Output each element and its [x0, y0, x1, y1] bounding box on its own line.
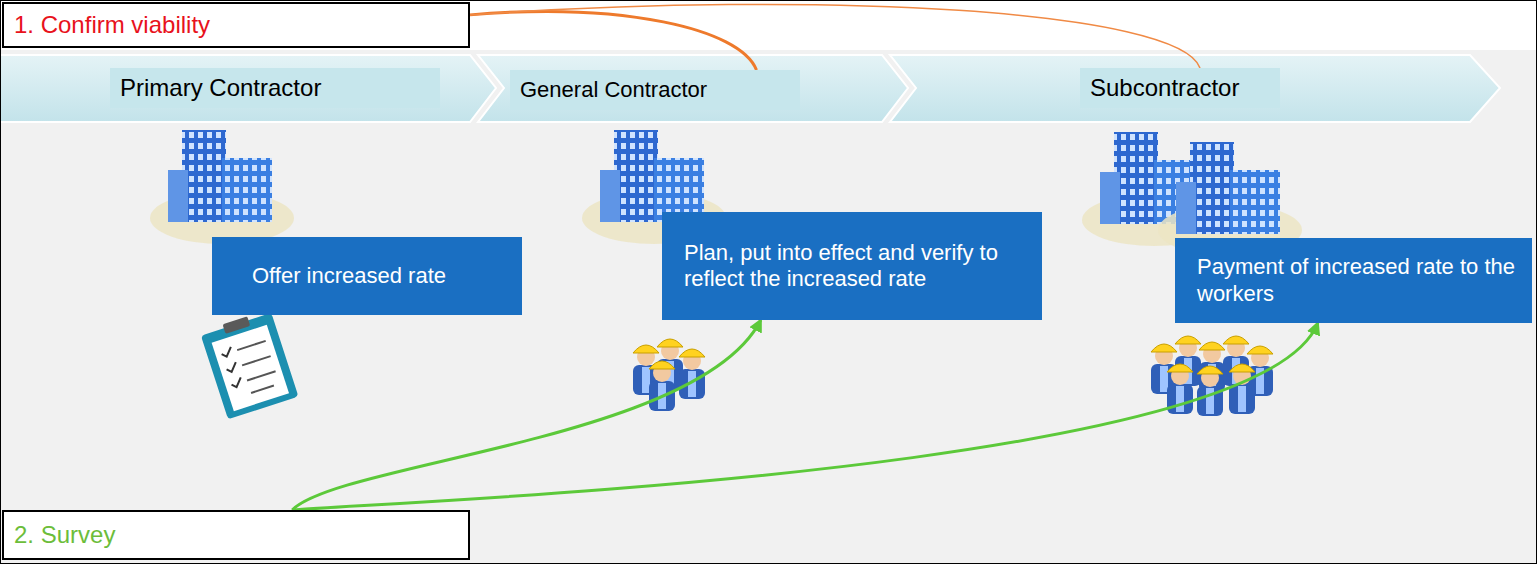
process-box: Payment of increased rate to the workers: [1175, 238, 1532, 323]
worker-group: [633, 339, 705, 411]
building-icon: [150, 130, 294, 244]
node-text: 2. Survey: [14, 521, 115, 550]
flow-arrow: [470, 4, 1200, 68]
step-box: 2. Survey: [2, 510, 470, 560]
process-box: Plan, put into effect and verify to refl…: [662, 212, 1042, 320]
role-label: Primary Contractor: [110, 68, 440, 108]
role-label: General Contractor: [510, 70, 800, 110]
node-text: Plan, put into effect and verify to refl…: [684, 240, 1028, 293]
node-text: Offer increased rate: [252, 263, 446, 289]
node-text: Primary Contractor: [120, 74, 321, 103]
top-ground: [0, 0, 1537, 50]
flow-arrow: [470, 12, 757, 70]
chevron: [890, 55, 1500, 122]
chevron: [0, 55, 496, 122]
node-text: Subcontractor: [1090, 74, 1239, 103]
process-box: Offer increased rate: [212, 237, 522, 315]
chevron: [478, 55, 908, 122]
node-text: Payment of increased rate to the workers: [1197, 254, 1518, 307]
role-label: Subcontractor: [1080, 68, 1280, 108]
clipboard-icon: [200, 309, 299, 419]
step-box: 1. Confirm viability: [2, 2, 470, 48]
flow-arrow: [292, 323, 1318, 510]
node-text: 1. Confirm viability: [14, 11, 210, 40]
node-text: General Contractor: [520, 77, 707, 103]
